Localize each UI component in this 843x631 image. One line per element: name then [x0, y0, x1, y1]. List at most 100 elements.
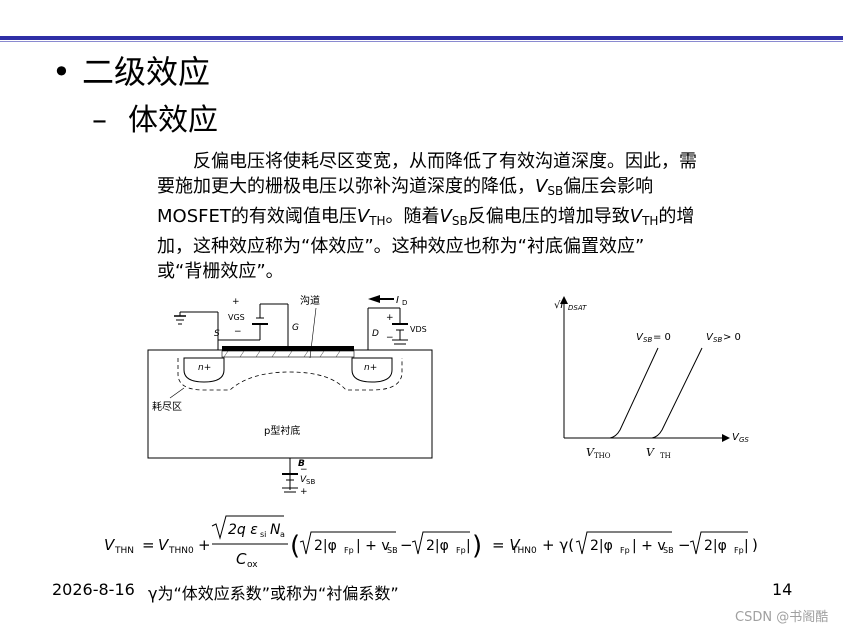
bullet-level1: • 二级效应 [52, 54, 210, 90]
gate-label: G [292, 323, 299, 333]
formula-num-n: N [270, 522, 281, 538]
formula-term1-sub: Fp [344, 546, 354, 555]
para-text: 加，这种效应称为“体效应”。这种效应也称为“衬底偏置效应” [157, 236, 645, 257]
para-line-1: 反偏电压将使耗尽区变宽，从而降低了有效沟道深度。因此，需 [157, 149, 787, 174]
vth-sub: TH [660, 452, 671, 460]
para-line-2: 要施加更大的栅极电压以弥补沟道深度的降低，VSB偏压会影响 [157, 174, 787, 204]
source-nplus-region [183, 357, 225, 383]
symbol-v: V [356, 206, 370, 227]
formula-rhs-sub: THN0 [511, 546, 537, 556]
page-number: 14 [772, 580, 793, 599]
x-axis-arrow-icon [722, 434, 730, 442]
threshold-formula: V THN = V THN0 + 2q ε si N a C ox ( 2|φ … [104, 515, 758, 570]
vgs-plus: + [232, 297, 240, 307]
para-line-5: 或“背栅效应”。 [157, 259, 787, 284]
paren-close-icon: ) [472, 531, 482, 561]
formula-term1: 2|φ [314, 538, 337, 554]
vsb-plus: + [300, 487, 308, 497]
footer-date: 2026-8-16 [52, 580, 135, 599]
nplus-source-label: n+ [198, 363, 211, 373]
formula-rhs-term1-sub: Fp [620, 546, 630, 555]
vsb-minus: − [300, 465, 308, 475]
curve1-sub: SB [643, 336, 652, 344]
sqrt-sign-icon [211, 515, 284, 540]
source-label: S [214, 329, 220, 339]
symbol-v: V [629, 206, 643, 227]
x-label-sub: GS [739, 436, 749, 444]
bullet-level2: –体效应 [92, 104, 218, 138]
sqrt-sign-icon [411, 531, 470, 555]
vds-plus: + [386, 313, 394, 323]
nplus-drain-label: n+ [364, 363, 377, 373]
gate-electrode [222, 346, 354, 351]
title-bar-rule-thin [0, 41, 843, 42]
sqrt-sign-icon [689, 531, 748, 555]
formula-rhs-plus: + γ( [542, 536, 574, 554]
para-text: 的增 [658, 206, 695, 227]
curve-vsb-zero [564, 347, 659, 439]
formula-lhs-sub: THN [114, 546, 134, 556]
formula-den: C [236, 550, 247, 568]
formula-minus: − [400, 536, 413, 554]
para-text: 要施加更大的栅极电压以弥补沟道深度的降低， [157, 176, 535, 197]
curve2-label: V [706, 332, 714, 343]
formula-eq: = [142, 536, 155, 554]
curve2-rest: > 0 [723, 332, 741, 343]
bulk-label: B [298, 459, 305, 469]
vds-minus: − [386, 333, 394, 343]
formula-term2b: | [466, 538, 471, 554]
formula-v0: V [158, 536, 170, 554]
formula-rhs-term2-sub: Fp [734, 546, 744, 555]
footer-note: γ为“体效应系数”或称为“衬偏系数” [148, 584, 399, 603]
para-text: MOSFET的有效阈值电压 [157, 206, 357, 227]
formula-num: 2q ε [228, 522, 258, 538]
formula-term1b: | + v [356, 538, 390, 554]
symbol-sb: SB [451, 214, 468, 228]
para-line-3: MOSFET的有效阈值电压VTH。随着VSB反偏电压的增加导致VTH的增 [157, 204, 787, 234]
formula-term1-sub2: SB [387, 546, 398, 555]
para-line-4: 加，这种效应称为“体效应”。这种效应也称为“衬底偏置效应” [157, 234, 787, 259]
formula-num-sub: si [260, 530, 266, 539]
channel-label: 沟道 [300, 294, 320, 307]
depletion-label: 耗尽区 [152, 401, 182, 413]
id-label: I [396, 295, 399, 306]
vds-label: VDS [410, 325, 427, 334]
formula-den-sub: ox [247, 560, 258, 570]
para-text: 或“背栅效应”。 [157, 261, 284, 282]
bullet-dash-icon: – [92, 103, 107, 138]
title-bar-rule [0, 36, 843, 40]
formula-rhs-minus: − [678, 536, 691, 554]
formula-rhs-term1b: | + v [632, 538, 666, 554]
formula-rhs-term2b: | [744, 538, 749, 554]
symbol-th: TH [642, 214, 659, 228]
symbol-sb: SB [547, 184, 564, 198]
y-axis-arrow-icon [560, 296, 568, 304]
curve-vsb-positive [564, 347, 703, 439]
formula-plus: + [198, 536, 211, 554]
formula-num-n-sub: a [280, 530, 285, 539]
symbol-th: TH [369, 214, 386, 228]
formula-term2: 2|φ [426, 538, 449, 554]
formula-rhs-term2: 2|φ [704, 538, 727, 554]
para-text: 反偏电压的增加导致 [467, 206, 630, 227]
mosfet-cross-section: + VGS − G 沟道 I D + VDS − S D n+ n+ 耗尽区 p… [147, 294, 433, 497]
vth-label: V [646, 446, 655, 459]
sqrt-sign-icon [299, 531, 396, 555]
bullet1-text: 二级效应 [82, 53, 211, 91]
para-text: 。随着 [385, 206, 440, 227]
drain-nplus-region [351, 357, 393, 383]
formula-term2-sub: Fp [456, 546, 466, 555]
bullet2-text: 体效应 [128, 103, 218, 138]
drain-label: D [372, 329, 379, 339]
depletion-boundary [177, 358, 403, 391]
formula-rhs-close: ) [752, 536, 758, 554]
formula-rhs-term1: 2|φ [590, 538, 613, 554]
current-arrow-icon [368, 295, 380, 303]
para-text: 偏压会影响 [563, 176, 654, 197]
paren-open-icon: ( [290, 531, 300, 561]
vsb-sub: SB [306, 478, 315, 486]
curve2-sub: SB [713, 336, 722, 344]
bullet-dot-icon: • [52, 53, 71, 91]
symbol-v: V [439, 206, 452, 227]
vsb-label: V [300, 475, 307, 485]
